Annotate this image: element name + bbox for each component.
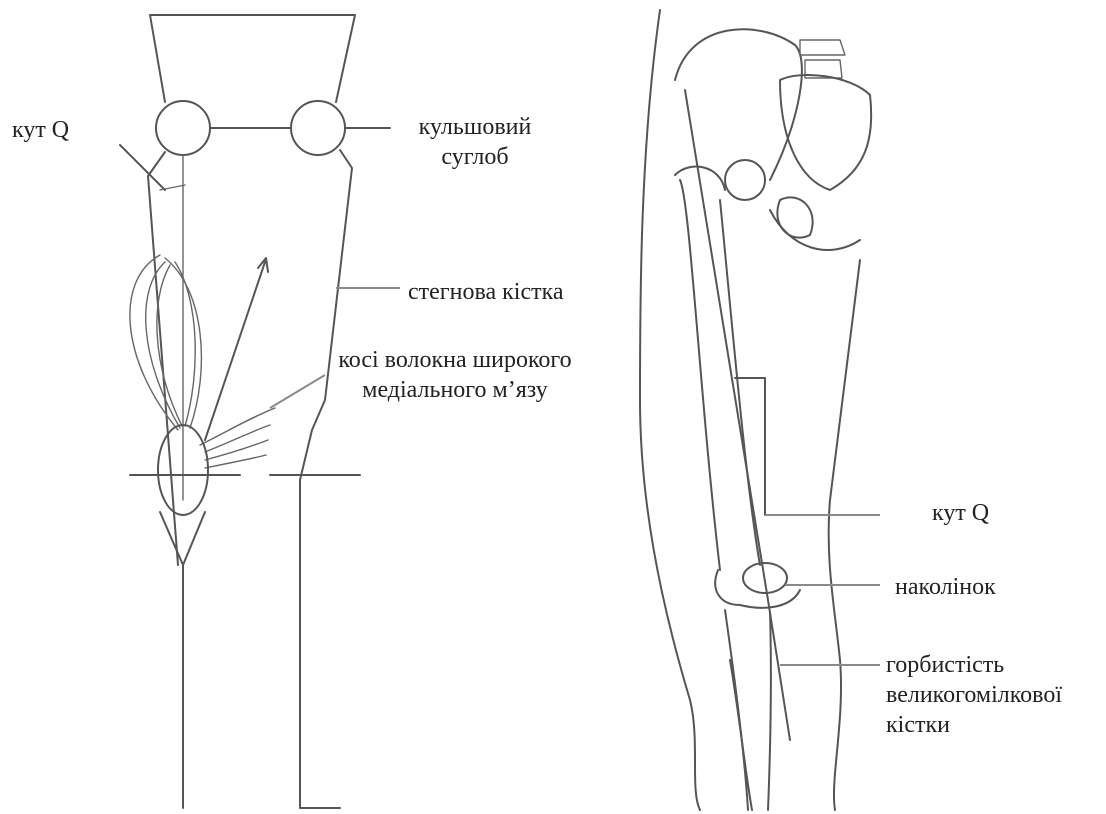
vertebra	[800, 40, 845, 78]
muscle-fiber-2	[146, 262, 180, 428]
label-vmo: косі волокна широкого медіального м’язу	[305, 345, 605, 405]
sacrum	[780, 75, 871, 190]
force-vector-line	[205, 262, 265, 440]
muscle-fiber-4	[175, 262, 195, 426]
right-hip-head	[291, 101, 345, 155]
body-silhouette-right	[829, 260, 860, 810]
pelvis-outline	[150, 15, 355, 102]
iliac-crest	[675, 29, 802, 180]
femur-shaft-lateral	[680, 180, 720, 570]
obturator	[777, 197, 812, 237]
vmo-fiber-2	[205, 425, 270, 452]
label-patella: наколінок	[895, 572, 996, 602]
tibia-lateral	[725, 610, 748, 810]
q-angle-pointer	[120, 145, 165, 190]
label-tuberosity-line3: кістки	[886, 710, 1062, 740]
muscle-fiber-1	[130, 255, 178, 430]
quadriceps-line	[685, 90, 768, 600]
fibula	[730, 660, 752, 810]
pubis	[770, 210, 860, 250]
patellar-tendon	[160, 512, 205, 565]
tibia-medial	[768, 612, 771, 810]
label-hip-joint: кульшовий суглоб	[405, 112, 545, 172]
label-hip-joint-line1: кульшовий	[405, 112, 545, 142]
femoral-head	[725, 160, 765, 200]
thigh-outer-right	[300, 150, 352, 480]
label-vmo-line1: косі волокна широкого	[305, 345, 605, 375]
right-anatomical-leg	[640, 10, 880, 810]
vmo-fiber-1	[200, 408, 275, 445]
label-tibial-tuberosity: горбистість великогомілкової кістки	[886, 650, 1062, 740]
lower-leg-outline	[300, 480, 340, 808]
label-hip-joint-line2: суглоб	[405, 142, 545, 172]
label-tuberosity-line2: великогомілкової	[886, 680, 1062, 710]
thigh-outer-left	[148, 152, 178, 565]
left-schematic-leg	[120, 15, 400, 808]
label-q-angle-left: кут Q	[12, 115, 69, 145]
label-vmo-line2: медіального м’язу	[305, 375, 605, 405]
left-hip-head	[156, 101, 210, 155]
label-q-angle-right: кут Q	[932, 498, 989, 528]
label-femur: стегнова кістка	[408, 277, 564, 307]
label-tuberosity-line1: горбистість	[886, 650, 1062, 680]
